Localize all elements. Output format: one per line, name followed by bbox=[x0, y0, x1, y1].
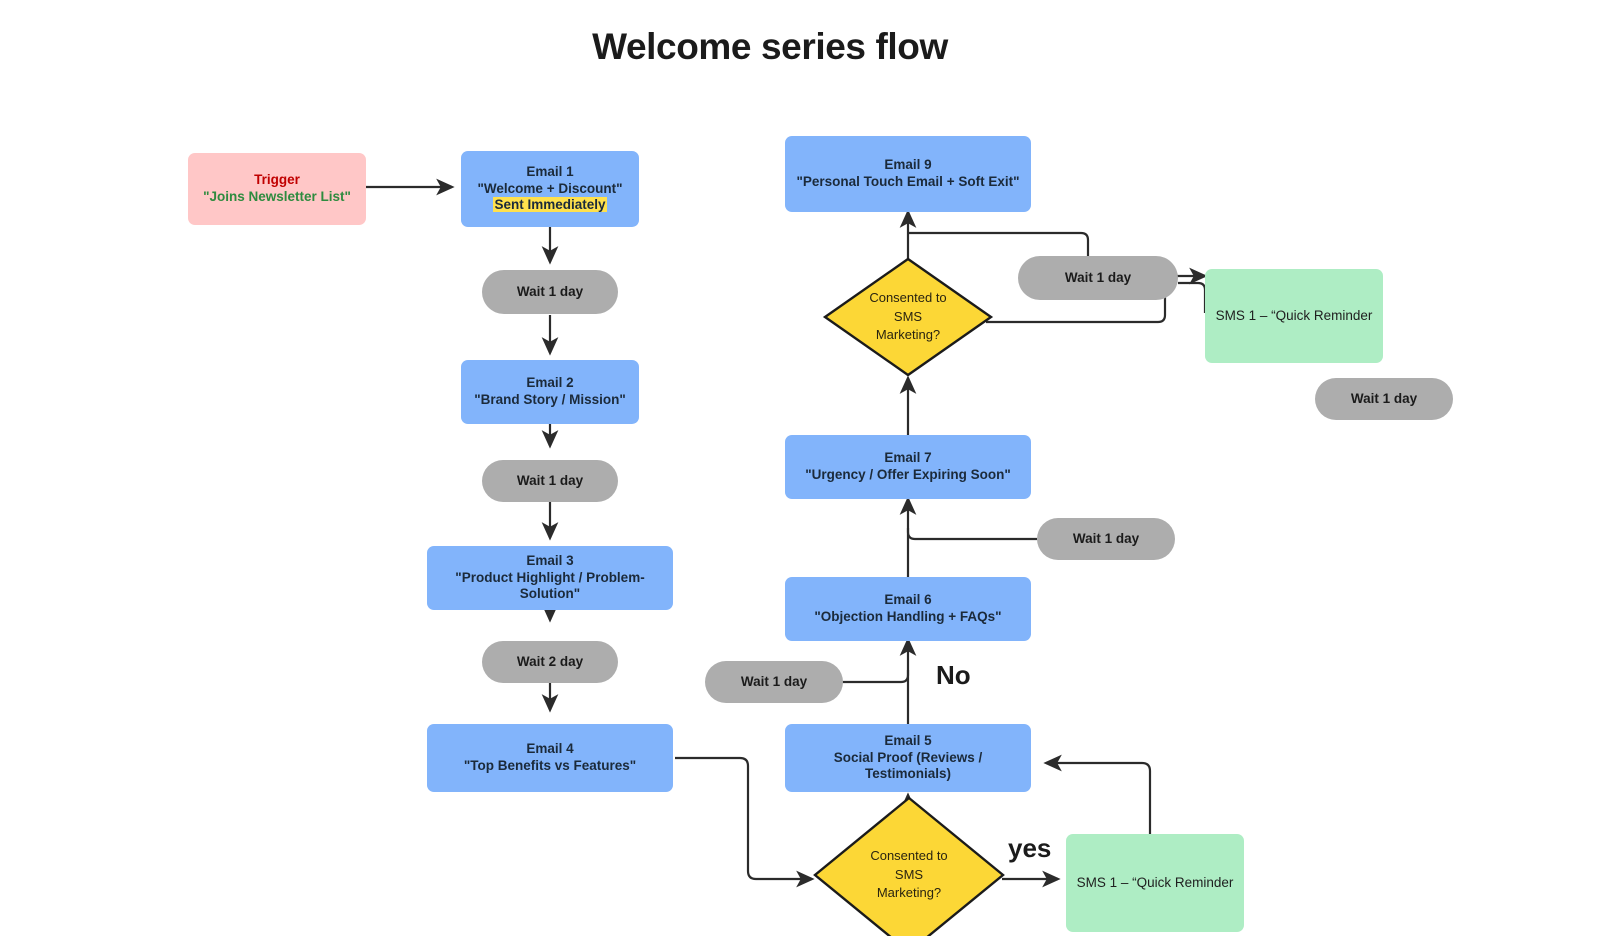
edge-wait-to-email7 bbox=[906, 528, 1037, 541]
email4-line2: "Top Benefits vs Features" bbox=[463, 758, 637, 773]
edge-wait-to-email6 bbox=[842, 670, 910, 684]
node-wait-before-email6[interactable]: Wait 1 day bbox=[705, 661, 843, 703]
node-sms-bottom[interactable]: SMS 1 – “Quick Reminder bbox=[1066, 834, 1244, 932]
email2-text: Email 2 "Brand Story / Mission" bbox=[461, 375, 639, 409]
node-email6[interactable]: Email 6 "Objection Handling + FAQs" bbox=[785, 577, 1031, 641]
email1-line1: Email 1 bbox=[526, 163, 574, 179]
email1-text: Email 1 "Welcome + Discount" Sent Immedi… bbox=[461, 164, 639, 215]
node-decision-bottom[interactable]: Consented to SMS Marketing? bbox=[812, 795, 1006, 936]
node-decision-top[interactable]: Consented to SMS Marketing? bbox=[822, 256, 994, 378]
node-trigger[interactable]: Trigger "Joins Newsletter List" bbox=[188, 153, 366, 225]
wait-after-email2-label: Wait 1 day bbox=[516, 472, 584, 488]
email3-line2: "Product Highlight / Problem-Solution" bbox=[455, 569, 645, 602]
email1-line2: "Welcome + Discount" bbox=[477, 180, 623, 196]
email6-text: Email 6 "Objection Handling + FAQs" bbox=[785, 592, 1031, 626]
wait-after-email1-label: Wait 1 day bbox=[516, 283, 584, 299]
sms-bottom-label: SMS 1 – “Quick Reminder bbox=[1076, 874, 1234, 890]
node-email9[interactable]: Email 9 "Personal Touch Email + Soft Exi… bbox=[785, 136, 1031, 212]
page-title: Welcome series flow bbox=[592, 26, 948, 67]
trigger-title: Trigger bbox=[254, 172, 300, 188]
wait-before-email9-label: Wait 1 day bbox=[1064, 269, 1132, 285]
node-wait-after-email3[interactable]: Wait 2 day bbox=[482, 641, 618, 683]
wait-after-email3-label: Wait 2 day bbox=[516, 653, 584, 669]
branch-label-no: No bbox=[936, 660, 971, 690]
node-wait-after-email1[interactable]: Wait 1 day bbox=[482, 270, 618, 314]
decision-bottom-line1: Consented to bbox=[870, 847, 948, 863]
decision-top-line1: Consented to bbox=[869, 289, 947, 305]
wait-after-sms-top-label: Wait 1 day bbox=[1350, 390, 1418, 406]
email2-line1: Email 2 bbox=[526, 375, 574, 391]
decision-bottom-line3: Marketing? bbox=[876, 885, 942, 901]
email4-line1: Email 4 bbox=[526, 741, 574, 757]
node-wait-after-sms-top[interactable]: Wait 1 day bbox=[1315, 378, 1453, 420]
email7-line2: "Urgency / Offer Expiring Soon" bbox=[805, 467, 1011, 482]
diamond-shape bbox=[813, 796, 1005, 936]
sms-top-label: SMS 1 – “Quick Reminder bbox=[1215, 307, 1373, 323]
email7-text: Email 7 "Urgency / Offer Expiring Soon" bbox=[785, 450, 1031, 484]
email2-line2: "Brand Story / Mission" bbox=[474, 392, 626, 407]
node-email4[interactable]: Email 4 "Top Benefits vs Features" bbox=[427, 724, 673, 792]
node-wait-before-email9[interactable]: Wait 1 day bbox=[1018, 256, 1178, 300]
edge-wait-email9-to-sms-top bbox=[1178, 281, 1207, 313]
email5-line2: Social Proof (Reviews / Testimonials) bbox=[833, 749, 983, 782]
decision-bottom-line2: SMS bbox=[894, 866, 924, 882]
decision-top-line3: Marketing? bbox=[875, 327, 941, 343]
email4-text: Email 4 "Top Benefits vs Features" bbox=[427, 741, 673, 775]
node-wait-after-email2[interactable]: Wait 1 day bbox=[482, 460, 618, 502]
wait-before-email6-label: Wait 1 day bbox=[740, 673, 808, 689]
edge-wait-to-email9 bbox=[908, 231, 1090, 256]
email7-line1: Email 7 bbox=[884, 450, 932, 466]
trigger-subtitle: "Joins Newsletter List" bbox=[203, 189, 351, 204]
node-sms-top[interactable]: SMS 1 – “Quick Reminder bbox=[1205, 269, 1383, 363]
email5-text: Email 5 Social Proof (Reviews / Testimon… bbox=[785, 733, 1031, 784]
node-email3[interactable]: Email 3 "Product Highlight / Problem-Sol… bbox=[427, 546, 673, 610]
email3-text: Email 3 "Product Highlight / Problem-Sol… bbox=[427, 553, 673, 604]
email1-sent-immediately-highlight: Sent Immediately bbox=[493, 197, 607, 213]
node-email7[interactable]: Email 7 "Urgency / Offer Expiring Soon" bbox=[785, 435, 1031, 499]
email9-text: Email 9 "Personal Touch Email + Soft Exi… bbox=[785, 157, 1031, 191]
wait-before-email7-label: Wait 1 day bbox=[1072, 530, 1140, 546]
node-email2[interactable]: Email 2 "Brand Story / Mission" bbox=[461, 360, 639, 424]
branch-label-yes: yes bbox=[1008, 833, 1052, 863]
node-wait-before-email7[interactable]: Wait 1 day bbox=[1037, 518, 1175, 560]
email9-line1: Email 9 bbox=[884, 157, 932, 173]
edge-sms-bottom-to-email5 bbox=[1043, 754, 1152, 834]
email9-line2: "Personal Touch Email + Soft Exit" bbox=[796, 174, 1020, 189]
email3-line1: Email 3 bbox=[526, 552, 574, 568]
node-email5[interactable]: Email 5 Social Proof (Reviews / Testimon… bbox=[785, 724, 1031, 792]
email5-line1: Email 5 bbox=[884, 732, 932, 748]
diamond-shape bbox=[822, 257, 994, 377]
decision-top-line2: SMS bbox=[893, 308, 923, 324]
email6-line2: "Objection Handling + FAQs" bbox=[814, 609, 1002, 624]
decision-bottom-text: Consented to SMS Marketing? bbox=[812, 795, 1006, 936]
node-email1[interactable]: Email 1 "Welcome + Discount" Sent Immedi… bbox=[461, 151, 639, 227]
trigger-text: Trigger "Joins Newsletter List" bbox=[188, 172, 366, 206]
email6-line1: Email 6 bbox=[884, 592, 932, 608]
decision-top-text: Consented to SMS Marketing? bbox=[822, 256, 994, 378]
